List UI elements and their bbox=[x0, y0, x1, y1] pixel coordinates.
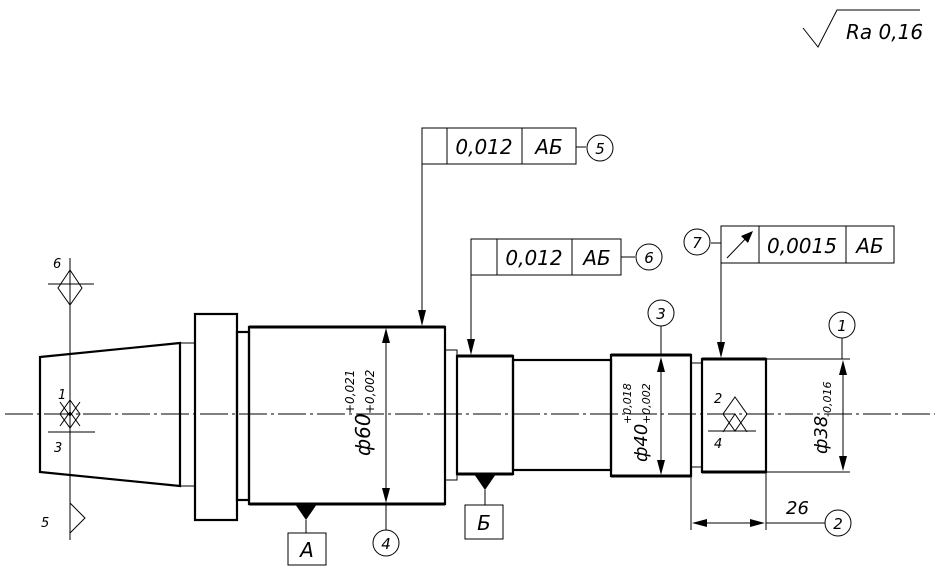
shaft-outline bbox=[38, 312, 768, 522]
frame-7-leader-arrow bbox=[717, 342, 725, 358]
datum-b-triangle-icon bbox=[474, 474, 496, 490]
dim-d38-arrow-bottom bbox=[839, 456, 847, 471]
dim-d40-arrow-bottom bbox=[657, 460, 665, 475]
middle-shaft bbox=[511, 358, 613, 472]
callout-2-label: 2 bbox=[833, 515, 843, 533]
basing-mid-chevron-upper bbox=[59, 401, 81, 417]
callout-3: 3 bbox=[647, 299, 675, 355]
tolerance-frame-6: 0,012 АБ 6 bbox=[467, 238, 663, 355]
callout-2-circle bbox=[824, 509, 852, 537]
callout-1: 1 bbox=[828, 311, 856, 359]
runout-arrow-icon bbox=[726, 231, 753, 259]
frame-7-datum: АБ bbox=[854, 234, 883, 258]
roughness-check-icon bbox=[802, 9, 920, 48]
basing-diamond-icon-top bbox=[57, 269, 83, 306]
step-groove bbox=[444, 349, 458, 481]
frame-6-leader-arrow bbox=[467, 339, 475, 355]
dim-d60-arrow-bottom bbox=[382, 488, 390, 503]
frame-5-leader-arrow bbox=[418, 310, 426, 326]
basing-label-5: 5 bbox=[41, 516, 49, 531]
datum-a-box bbox=[287, 532, 327, 566]
left-basing-symbols: 6 1 3 5 bbox=[41, 257, 95, 534]
frame-6-datum: АБ bbox=[581, 246, 610, 270]
frame-6-callout-circle bbox=[635, 243, 663, 271]
basing-label-6: 6 bbox=[53, 257, 61, 272]
dim-26-arrow-left bbox=[692, 519, 707, 527]
callout-4: 4 bbox=[372, 504, 400, 557]
datum-a: А bbox=[287, 504, 327, 566]
frame-5-callout: 5 bbox=[595, 140, 605, 158]
callout-3-label: 3 bbox=[656, 305, 666, 323]
right-basing-symbol: 2 4 bbox=[708, 392, 756, 452]
dimension-d40: ф40 +0,018 +0,002 bbox=[621, 357, 665, 475]
dim-d40-upper: +0,018 bbox=[621, 383, 634, 424]
basing-chevron-icon bbox=[69, 502, 86, 534]
runout-arrow-head bbox=[741, 231, 753, 243]
dimension-d60: ф60 +0,021 +0,002 bbox=[343, 328, 390, 503]
callout-4-label: 4 bbox=[381, 535, 391, 553]
frame-7-border bbox=[720, 225, 895, 264]
dim-d38-main: ф38 bbox=[811, 416, 832, 454]
datum-b-box bbox=[464, 504, 504, 540]
basing-label-4: 4 bbox=[714, 437, 722, 452]
frame-5-border bbox=[421, 127, 577, 165]
basing-right-chevron bbox=[722, 413, 748, 433]
basing-label-3: 3 bbox=[54, 441, 62, 456]
basing-label-2: 2 bbox=[714, 392, 722, 407]
datum-b-label: Б bbox=[477, 511, 491, 535]
callout-2: 2 bbox=[824, 509, 852, 537]
dim-d38-arrow-top bbox=[839, 360, 847, 375]
basing-mid-chevron-lower bbox=[59, 411, 81, 427]
tolerance-frame-5: 0,012 АБ 5 bbox=[418, 127, 614, 326]
frame-5-callout-circle bbox=[586, 134, 614, 162]
dim-d40-main: ф40 bbox=[631, 424, 652, 462]
dim-d38-lower: -0,016 bbox=[821, 382, 834, 417]
dimension-d38: ф38 -0,016 bbox=[766, 358, 850, 473]
dim-d40-lower: +0,002 bbox=[640, 383, 653, 424]
callout-1-label: 1 bbox=[837, 317, 847, 335]
surface-roughness-symbol: Ra 0,16 bbox=[802, 9, 923, 48]
frame-6-callout: 6 bbox=[644, 249, 654, 267]
datum-b-collar bbox=[455, 354, 515, 476]
frame-7-value: 0,0015 bbox=[767, 234, 837, 258]
frame-6-value: 0,012 bbox=[505, 246, 562, 270]
flange-collar bbox=[193, 312, 239, 522]
dim-d60-upper: +0,021 bbox=[343, 370, 357, 414]
frame-5-value: 0,012 bbox=[455, 135, 512, 159]
roughness-label: Ra 0,16 bbox=[846, 20, 923, 44]
dim-d60-arrow-top bbox=[382, 328, 390, 343]
journal-d60 bbox=[247, 325, 447, 506]
frame-7-callout-circle bbox=[683, 228, 711, 256]
dim-26-label: 26 bbox=[786, 498, 809, 519]
dim-d60-main: ф60 bbox=[351, 413, 375, 456]
datum-a-label: А bbox=[298, 538, 314, 562]
dim-d40-arrow-top bbox=[657, 357, 665, 372]
datum-a-triangle-icon bbox=[295, 504, 317, 520]
groove-d40 bbox=[690, 362, 703, 468]
dimension-length-26: 26 bbox=[690, 472, 825, 530]
basing-label-1: 1 bbox=[58, 388, 66, 403]
neck-groove bbox=[235, 330, 251, 502]
tolerance-frame-7: 0,0015 АБ 7 bbox=[683, 225, 895, 358]
basing-diamond-icon-mid bbox=[59, 399, 81, 429]
frame-7-callout: 7 bbox=[692, 234, 702, 252]
frame-5-datum: АБ bbox=[533, 135, 562, 159]
dim-26-arrow-right bbox=[750, 519, 765, 527]
datum-b: Б bbox=[464, 474, 504, 540]
dim-d60-lower: +0,002 bbox=[363, 370, 377, 414]
